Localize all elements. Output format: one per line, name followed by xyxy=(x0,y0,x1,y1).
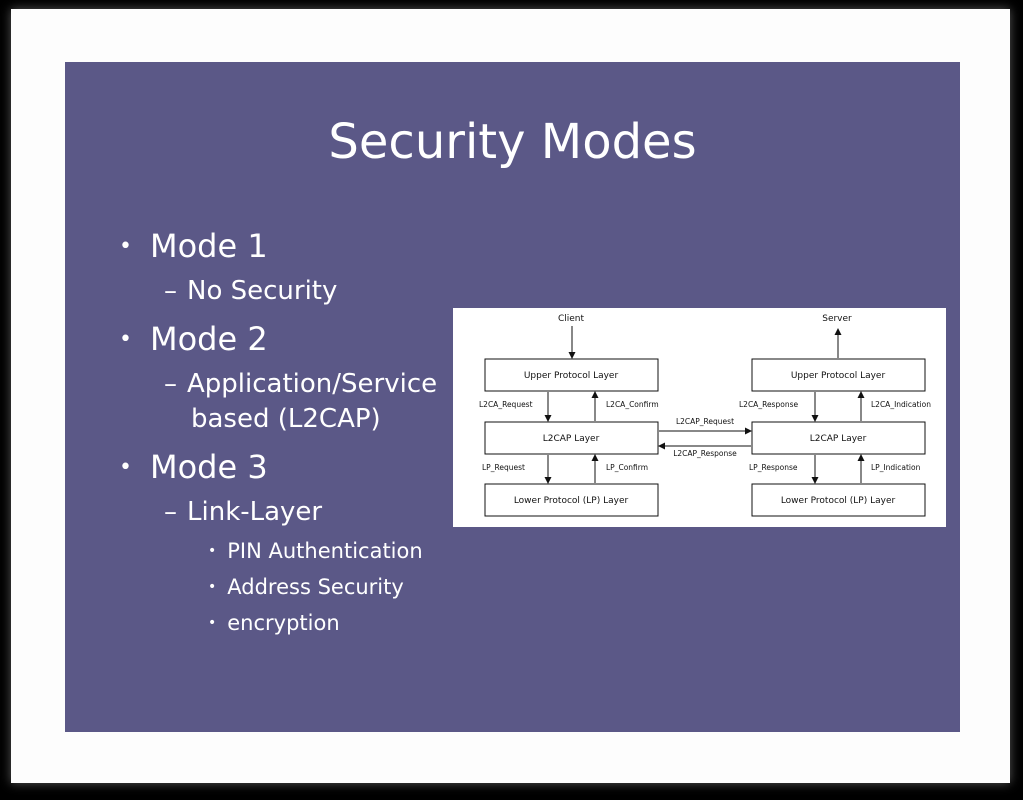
l2cap-protocol-diagram: Client Server Upper Protocol Layer L2CAP… xyxy=(453,308,946,527)
client-l2cap-box xyxy=(484,421,659,455)
server-lower-box xyxy=(751,483,926,517)
l2ca-request-label: L2CA_Request xyxy=(479,400,533,409)
bullet-dash: – xyxy=(164,369,177,399)
l2cap-request-label: L2CAP_Request xyxy=(676,417,734,426)
sub-item-link-layer: –Link-Layer xyxy=(164,495,322,529)
bullet-dot: • xyxy=(208,579,217,595)
server-upper-label: Upper Protocol Layer xyxy=(791,371,886,381)
l2ca-confirm-label: L2CA_Confirm xyxy=(606,400,659,409)
bullet-text: Mode 3 xyxy=(149,448,268,486)
bullet-item-mode-1: • Mode 1 xyxy=(119,226,268,267)
sub-sub-item-pin-authentication: • PIN Authentication xyxy=(208,537,423,565)
bullet-text: Mode 1 xyxy=(149,227,268,265)
l2ca-indication-label: L2CA_Indication xyxy=(871,400,931,409)
bullet-dot: • xyxy=(208,615,217,631)
sub-item-no-security: –No Security xyxy=(164,274,337,308)
l2ca-response-label: L2CA_Response xyxy=(739,400,798,409)
bullet-text: PIN Authentication xyxy=(227,539,423,563)
l2cap-response-label: L2CAP_Response xyxy=(673,449,737,458)
bullet-text: based (L2CAP) xyxy=(191,404,381,434)
bullet-text: Link-Layer xyxy=(187,497,323,527)
bullet-text: Application/Service xyxy=(187,369,438,399)
server-label: Server xyxy=(822,314,852,324)
bullet-text: No Security xyxy=(187,276,338,306)
protocol-diagram-svg: Client Server Upper Protocol Layer L2CAP… xyxy=(479,314,931,517)
bullet-dot: • xyxy=(119,234,132,259)
lp-confirm-label: LP_Confirm xyxy=(606,463,648,472)
slide-title: Security Modes xyxy=(328,114,697,170)
bullet-text: encryption xyxy=(227,611,340,635)
bullet-dot: • xyxy=(119,455,132,480)
lp-request-label: LP_Request xyxy=(482,463,525,472)
server-l2cap-box xyxy=(751,421,926,455)
bullet-dot: • xyxy=(208,543,217,559)
slide: Security Modes •Mode 1 –No Security •Mod… xyxy=(65,62,960,732)
server-lower-label: Lower Protocol (LP) Layer xyxy=(781,496,896,506)
client-label: Client xyxy=(558,314,585,324)
bullet-dot: • xyxy=(119,327,132,352)
sub-sub-item-encryption: • encryption xyxy=(208,609,340,637)
bullet-dash: – xyxy=(164,276,177,306)
bullet-text: Mode 2 xyxy=(149,320,268,358)
client-upper-label: Upper Protocol Layer xyxy=(524,371,619,381)
client-upper-box xyxy=(484,358,659,392)
lp-indication-label: LP_Indication xyxy=(871,463,921,472)
sub-sub-item-address-security: • Address Security xyxy=(208,573,404,601)
lp-response-label: LP_Response xyxy=(749,463,798,472)
sub-item-continuation: based (L2CAP) xyxy=(191,402,381,436)
server-l2cap-label: L2CAP Layer xyxy=(810,434,867,444)
bullet-text: Address Security xyxy=(227,575,404,599)
bullet-item-mode-2: • Mode 2 xyxy=(119,319,268,360)
client-l2cap-label: L2CAP Layer xyxy=(543,434,600,444)
client-lower-label: Lower Protocol (LP) Layer xyxy=(514,496,629,506)
server-upper-box xyxy=(751,358,926,392)
bullet-dash: – xyxy=(164,497,177,527)
bullet-item-mode-3: • Mode 3 xyxy=(119,447,268,488)
sub-item-application-service: –Application/Service xyxy=(164,367,437,401)
client-lower-box xyxy=(484,483,659,517)
